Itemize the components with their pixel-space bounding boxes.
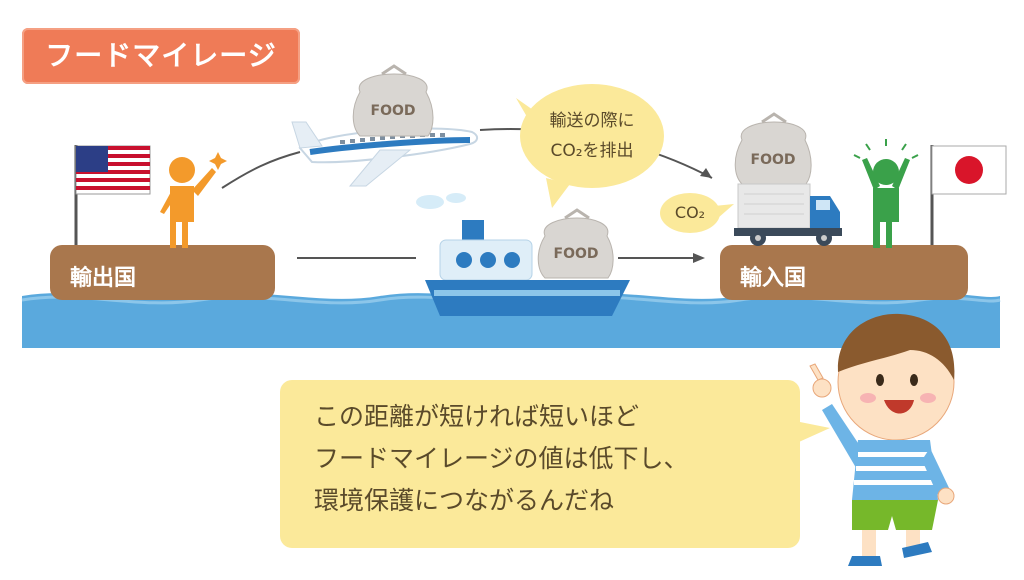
food-label-truck: FOOD [750,152,796,168]
emission-line-1: 輸送の際に [549,111,635,131]
exporter-person-icon [160,152,227,248]
speech-line-1: この距離が短ければ短いほど [314,402,640,431]
export-land [50,245,275,300]
emission-bubble [516,84,664,208]
truck-icon [734,183,842,246]
speech-bubble [280,380,830,548]
ship-icon [416,193,630,316]
import-country-label: 輸入国 [740,266,807,291]
food-sack-plane-icon [352,64,434,137]
co2-bubble-text: CO₂ [674,203,706,222]
title-banner: フードマイレージ [22,28,300,84]
speech-line-3: 環境保護につながるんだね [314,486,615,515]
us-flag-icon [74,145,151,245]
import-land [720,245,968,300]
co2-bubble [660,193,734,233]
flight-path [221,151,301,189]
importer-person-icon [853,139,919,248]
japan-flag-icon [930,145,1007,245]
page-title: フードマイレージ [45,39,277,72]
speech-text: この距離が短ければ短いほど フードマイレージの値は低下し、 環境保護につながるん… [314,396,764,522]
airplane-icon [291,121,478,187]
food-label-plane: FOOD [370,103,416,119]
emission-line-2: CO₂を排出 [550,141,634,161]
speech-line-2: フードマイレージの値は低下し、 [314,444,689,473]
boy-character-icon [809,313,955,566]
food-sack-truck-icon [734,112,812,185]
emission-bubble-text: 輸送の際に CO₂を排出 [528,106,656,166]
food-sack-ship-icon [537,208,614,279]
food-label-ship: FOOD [553,246,599,262]
export-country-label: 輸出国 [70,266,137,291]
